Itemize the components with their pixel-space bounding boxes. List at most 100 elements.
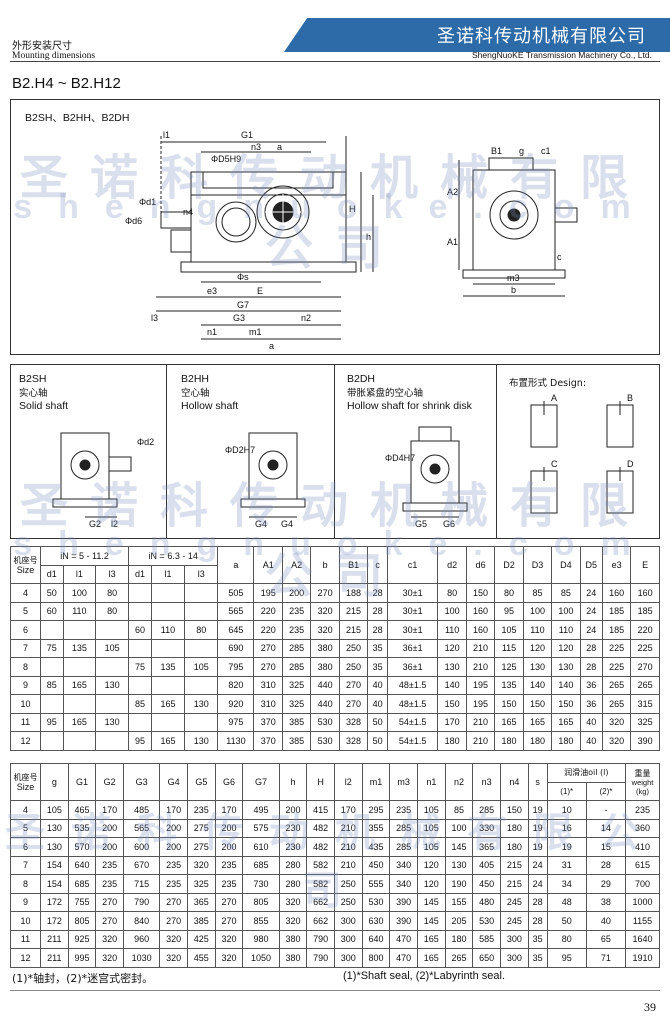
table-cell: 120 (551, 638, 581, 658)
table-cell: 435 (361, 837, 391, 857)
dim-g: g (519, 146, 524, 156)
table-cell: 482 (306, 818, 335, 838)
table-cell (184, 712, 219, 732)
table-cell: 235 (389, 800, 418, 820)
table-cell: 235 (159, 855, 188, 875)
table-cell: 670 (123, 855, 161, 875)
table-cell: 320 (310, 601, 340, 621)
t2-oil-sub: (2)* (585, 781, 627, 801)
table-cell: 640 (361, 929, 391, 949)
table-cell: 185 (630, 601, 660, 621)
table-cell: 650 (472, 948, 501, 968)
table-cell: 1030 (123, 948, 161, 968)
table-cell: 165 (62, 675, 97, 695)
t2-col-header: G7 (242, 763, 280, 801)
table-cell: 285 (389, 837, 418, 857)
size-cell: 7 (10, 638, 41, 658)
table-cell: 130 (184, 731, 219, 751)
section-title-cn: 外形安装尺寸 (12, 41, 72, 52)
table-cell: 630 (361, 911, 391, 931)
t2-col-header: m1 (361, 763, 391, 801)
t2-col-header: g (40, 763, 69, 801)
table-cell: 565 (217, 601, 255, 621)
table-cell: 250 (333, 874, 363, 894)
table-cell: 30±1 (386, 620, 439, 640)
table-cell: 190 (444, 874, 474, 894)
table-cell: 100 (444, 818, 474, 838)
table-cell: 165 (494, 712, 524, 732)
dim-n3: n3 (251, 142, 261, 152)
table-cell: 48±1.5 (386, 694, 439, 714)
table-cell: 130 (437, 657, 467, 677)
company-banner: 圣诺科传动机械有限公司 (284, 18, 670, 52)
dim-b1: B1 (491, 146, 502, 156)
table-cell: 385 (281, 712, 312, 732)
table-cell (150, 583, 186, 603)
table-cell: 28 (579, 638, 603, 658)
table-cell: 200 (281, 583, 312, 603)
table-cell: 615 (625, 855, 660, 875)
t2-col-header: l2 (333, 763, 363, 801)
table-cell: 40 (579, 712, 603, 732)
table-cell: 40 (579, 731, 603, 751)
dim-d6: Φd6 (125, 216, 142, 226)
table-cell: 60 (128, 620, 152, 640)
label-d2: Φd2 (137, 437, 154, 447)
label-d2h7: ΦD2H7 (225, 445, 255, 455)
t2-col-header: s (527, 763, 548, 801)
table-cell: 640 (67, 855, 97, 875)
table-cell: 555 (361, 874, 391, 894)
table-cell: 450 (361, 855, 391, 875)
table-cell (150, 601, 186, 621)
table-cell: 195 (253, 583, 283, 603)
table-cell: 195 (465, 675, 496, 695)
table-cell: 455 (186, 948, 216, 968)
table-cell: 24 (527, 874, 548, 894)
table-cell: 120 (416, 855, 446, 875)
table-cell: 105 (95, 638, 130, 658)
label-l2: l2 (111, 519, 118, 529)
table-cell: 110 (522, 620, 553, 640)
table-cell: 24 (527, 855, 548, 875)
table-cell: 805 (67, 911, 97, 931)
table-cell: 34 (546, 874, 587, 894)
table-cell: 235 (186, 800, 216, 820)
table-cell: 24 (579, 601, 603, 621)
table-cell: 180 (551, 731, 581, 751)
table-cell: 60 (40, 601, 64, 621)
table-cell: 115 (494, 638, 524, 658)
table-cell: 40 (367, 694, 388, 714)
label-d4h7: ΦD4H7 (385, 453, 415, 463)
table-cell: 340 (389, 855, 418, 875)
table-cell: 165 (522, 712, 553, 732)
company-name-cn: 圣诺科传动机械有限公司 (437, 26, 646, 47)
table-cell: 530 (310, 731, 340, 751)
table-cell: 330 (472, 818, 501, 838)
table-cell: 270 (159, 892, 188, 912)
table-cell: 80 (546, 929, 587, 949)
table-cell: 80 (95, 583, 130, 603)
size-cell: 11 (10, 712, 41, 732)
table-cell: 165 (416, 948, 446, 968)
table-cell: 800 (361, 948, 391, 968)
table-cell: 790 (306, 929, 335, 949)
table-cell: 485 (123, 800, 161, 820)
table-cell: 75 (40, 638, 64, 658)
table-cell: 85 (40, 675, 64, 695)
table-cell: 180 (437, 731, 467, 751)
table-cell: 530 (472, 911, 501, 931)
table-cell: 210 (465, 657, 496, 677)
table-cell: 235 (214, 874, 244, 894)
table-cell: 210 (333, 818, 363, 838)
table-cell: 75 (128, 657, 152, 677)
table-cell: 215 (338, 601, 369, 621)
table-cell: 685 (242, 855, 280, 875)
table-cell: 172 (40, 911, 69, 931)
